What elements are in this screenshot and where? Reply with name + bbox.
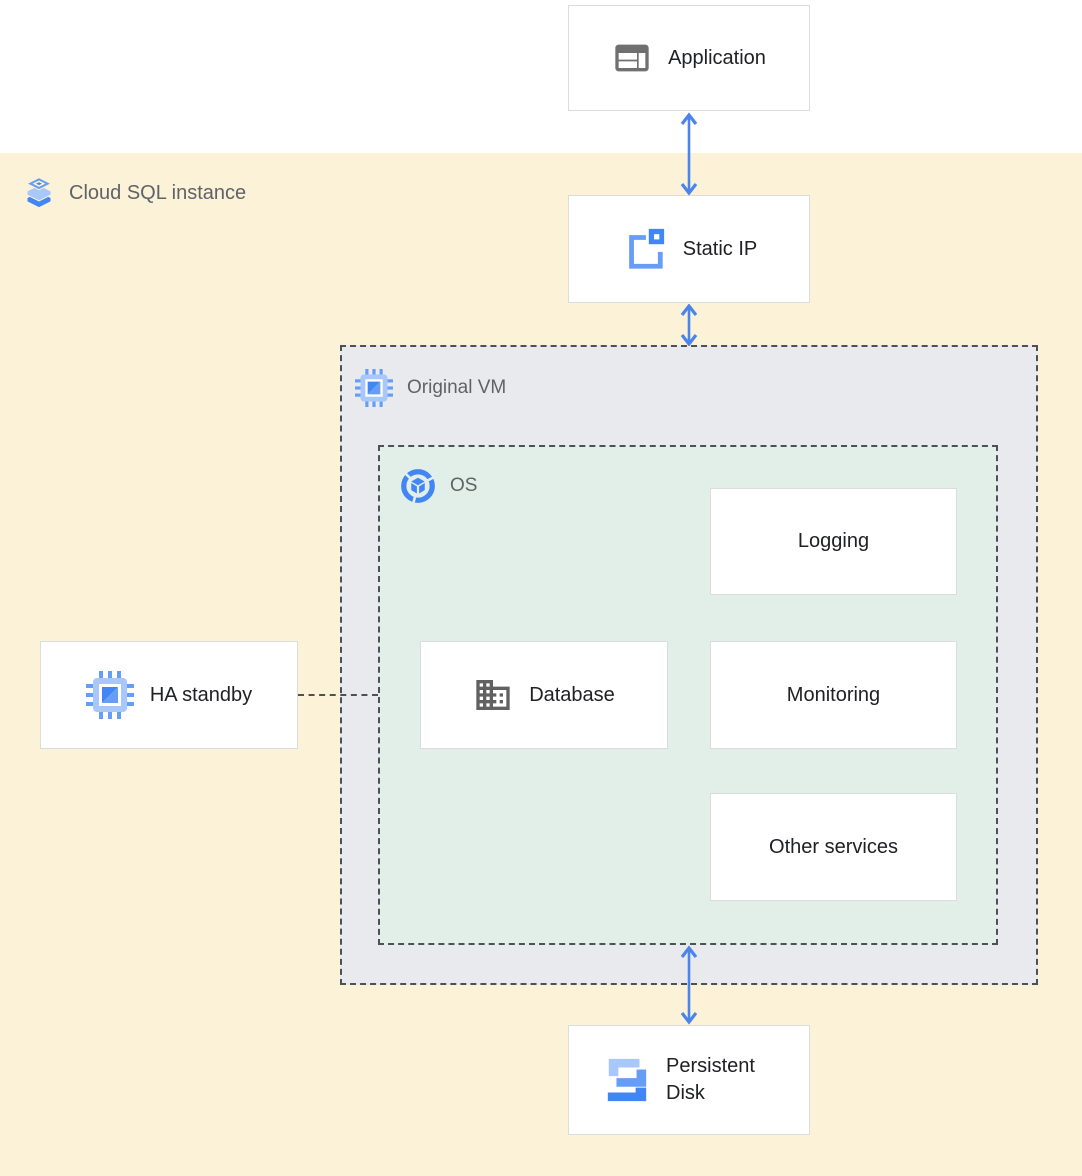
ha-standby-node: HA standby: [40, 641, 298, 749]
logging-node-label: Logging: [797, 530, 870, 552]
other-services-node: Other services: [710, 793, 957, 901]
arrow-staticip-vm: [680, 304, 698, 346]
static-ip-node-label: Static IP: [682, 237, 758, 260]
application-node: Application: [568, 5, 810, 111]
database-building-icon: [476, 680, 510, 710]
other-services-node-label: Other services: [769, 835, 898, 858]
cloud-sql-group-title: Cloud SQL instance: [69, 181, 247, 204]
arrow-os-disk: [680, 945, 698, 1025]
logging-node: Logging: [710, 488, 957, 595]
application-node-label: Application: [668, 46, 766, 69]
static-ip-icon: [628, 228, 664, 269]
ha-standby-node-label: HA standby: [149, 683, 253, 706]
static-ip-node: Static IP: [568, 195, 810, 303]
persistent-disk-icon: [607, 1058, 647, 1102]
monitoring-node-label: Monitoring: [786, 683, 881, 706]
database-node: Database: [420, 641, 668, 749]
database-node-label: Database: [529, 683, 615, 706]
persistent-disk-node-label: Persistent Disk: [666, 1055, 755, 1104]
application-window-icon: [615, 44, 649, 72]
os-group-title: OS: [450, 475, 478, 496]
monitoring-node: Monitoring: [710, 641, 957, 749]
persistent-disk-node: Persistent Disk: [568, 1025, 810, 1135]
arrow-application-staticip: [680, 112, 698, 196]
original-vm-group-title: Original VM: [407, 377, 507, 398]
original-vm-group-label: Original VM: [355, 369, 506, 407]
compute-engine-icon: [85, 671, 134, 719]
cloud-sql-icon: [25, 177, 53, 209]
compute-engine-icon: [355, 369, 393, 407]
os-icon: [401, 469, 435, 504]
cloud-sql-group-label: Cloud SQL instance: [23, 176, 246, 210]
os-group-label: OS: [400, 468, 477, 504]
ha-standby-dashed-connector: [298, 694, 378, 696]
